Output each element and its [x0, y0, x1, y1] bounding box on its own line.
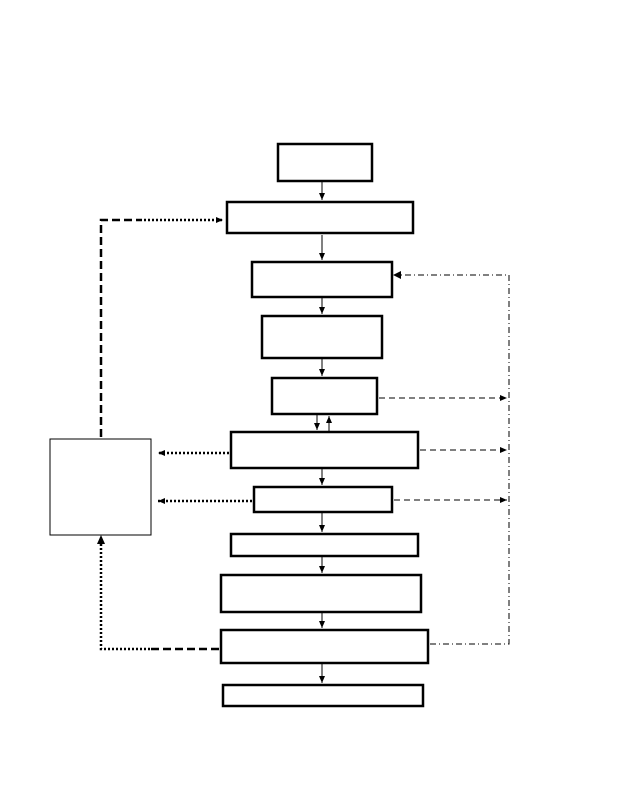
- right-return-line: [400, 274, 510, 645]
- flow-box-7: [252, 485, 394, 514]
- bottom-feedback-dotted: [99, 542, 150, 651]
- flow-box-6: [229, 430, 420, 470]
- flow-box-1: [276, 142, 374, 183]
- arrowhead-to-box-3: [393, 271, 401, 279]
- feedback-line-up: [99, 218, 140, 437]
- flow-box-11: [221, 683, 425, 708]
- arrowhead-to-side-box: [97, 535, 105, 544]
- flow-box-3: [250, 260, 394, 299]
- flow-box-2: [225, 200, 415, 235]
- flow-box-5: [270, 376, 379, 416]
- flow-box-10: [219, 628, 430, 665]
- flow-box-9: [219, 573, 423, 614]
- side-box: [49, 438, 152, 536]
- flow-box-8: [229, 532, 420, 558]
- flow-box-4: [260, 314, 384, 360]
